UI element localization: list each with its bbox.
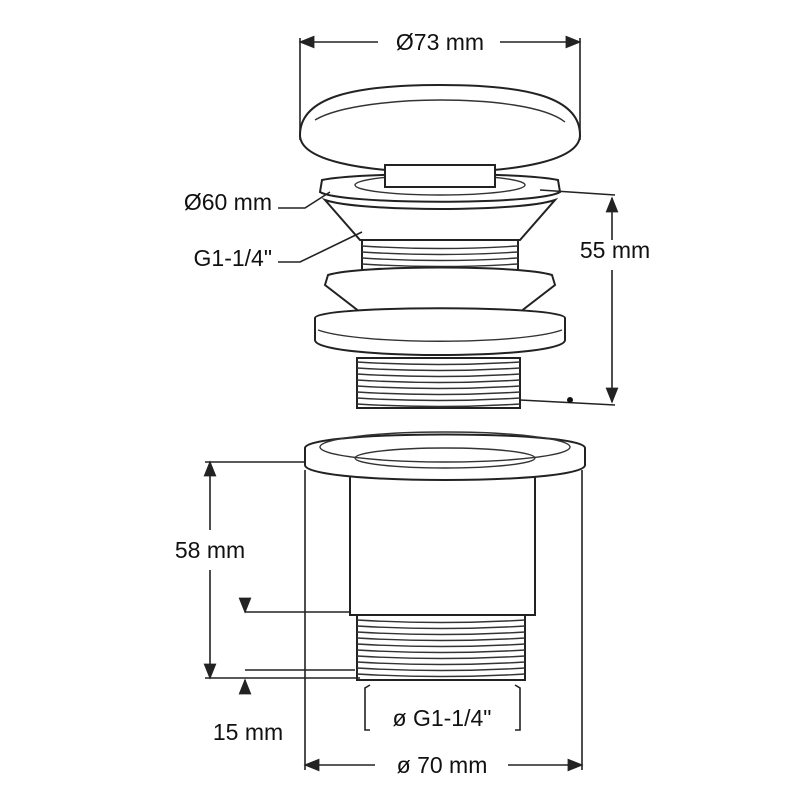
- thread-length-label: 15 mm: [213, 719, 283, 745]
- thread-ridge: [356, 385, 521, 390]
- thread-ridge: [356, 403, 521, 408]
- thread-ridge: [356, 619, 526, 624]
- thread-ridge: [356, 637, 526, 642]
- thread-ridge: [356, 643, 526, 648]
- thread-ridge: [356, 649, 526, 654]
- flange: [318, 164, 562, 241]
- thread-ridge: [361, 263, 519, 268]
- thread-ridge: [361, 245, 519, 250]
- cap: [298, 83, 582, 174]
- thread-ridge: [356, 673, 526, 678]
- upper-thread-label: G1-1/4": [194, 245, 272, 271]
- thread-ridge: [361, 251, 519, 256]
- thread-ridge: [356, 625, 526, 630]
- thread-ridge: [361, 257, 519, 262]
- thread-ridge: [356, 361, 521, 366]
- dimension-lines: [203, 35, 619, 772]
- thread-ridge: [356, 391, 521, 396]
- nut: [314, 266, 566, 356]
- body-diameter-label: ø 70 mm: [397, 752, 488, 778]
- body-height-label: 58 mm: [175, 537, 245, 563]
- upper-height-label: 55 mm: [580, 237, 650, 263]
- thread-ridge: [356, 661, 526, 666]
- thread-ridge: [356, 667, 526, 672]
- lower-thread-label: ø G1-1/4": [393, 705, 492, 731]
- thread-ridge: [356, 631, 526, 636]
- thread-ridge: [356, 655, 526, 660]
- cap-diameter-label: Ø73 mm: [396, 29, 484, 55]
- thread-ridge: [356, 373, 521, 378]
- lower-thread: [356, 357, 521, 409]
- thread-ridge: [356, 367, 521, 372]
- thread-ridge: [356, 379, 521, 384]
- thread-ridge: [356, 397, 521, 402]
- flange-diameter-label: Ø60 mm: [184, 189, 272, 215]
- body: [304, 431, 586, 681]
